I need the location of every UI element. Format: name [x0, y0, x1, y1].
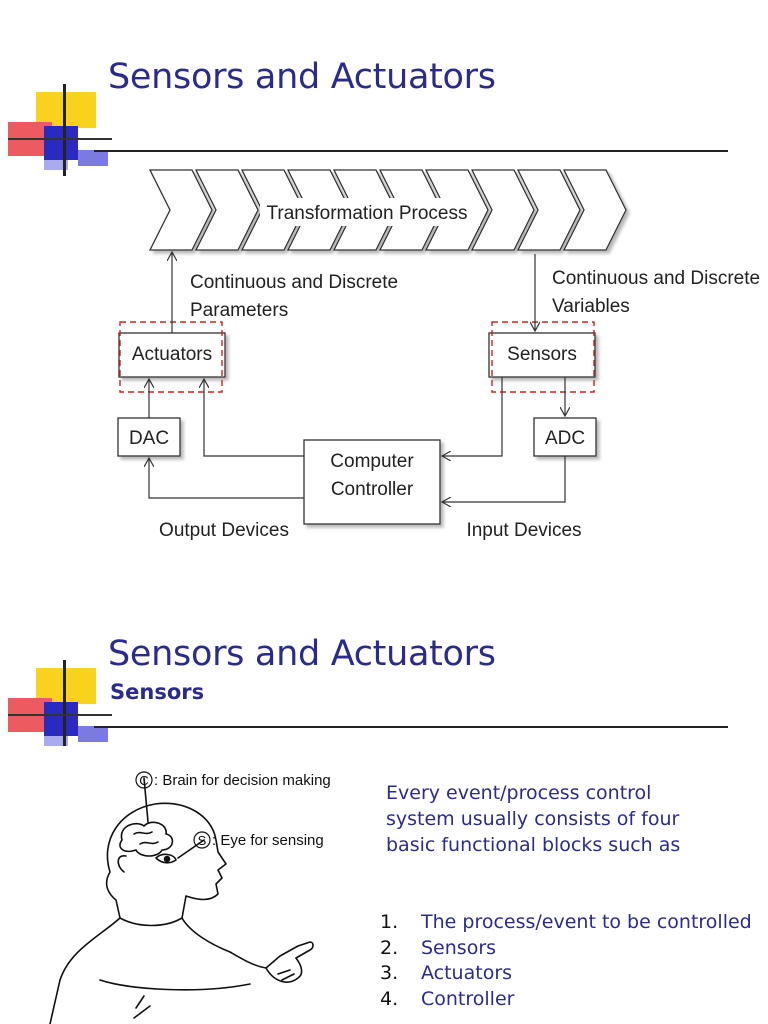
controller-to-actuators-arrow: [204, 379, 304, 457]
actuators-label: Actuators: [132, 344, 212, 365]
sensors-label: Sensors: [507, 344, 577, 365]
title-rule: [94, 726, 728, 728]
list-item: 1.The process/event to be controlled: [380, 911, 752, 933]
controller-label-2: Controller: [331, 479, 414, 500]
decorative-squares-1: [8, 84, 112, 176]
slide-1-title: Sensors and Actuators: [108, 57, 496, 97]
eye-label: : Eye for sensing: [212, 832, 324, 849]
sensors-box: [488, 332, 596, 378]
slide-2-title: Sensors and Actuators: [108, 634, 496, 674]
human-control-illustration: C : Brain for decision making S : Eye fo…: [49, 771, 331, 1024]
brain-label: : Brain for decision making: [154, 772, 331, 789]
input-devices-label: Input Devices: [466, 520, 581, 541]
right-var-label-1: Continuous and Discrete: [552, 268, 760, 289]
title-rule: [94, 150, 728, 152]
output-devices-label: Output Devices: [159, 520, 289, 541]
adc-label: ADC: [545, 428, 585, 449]
dac-label: DAC: [129, 428, 169, 449]
control-system-diagram: Transformation Process Continuous and Di…: [117, 169, 760, 541]
actuators-box: [118, 332, 226, 378]
adc-box: [533, 417, 597, 457]
list-item: 2.Sensors: [380, 936, 497, 959]
sensors-highlight: [491, 321, 595, 393]
right-var-label-2: Variables: [552, 296, 630, 317]
slide-2-subtitle: Sensors: [110, 680, 205, 704]
adc-to-controller-arrow: [442, 456, 566, 502]
list-item: 3.Actuators: [380, 962, 513, 984]
decorative-squares-2: [8, 660, 112, 746]
sensors-to-controller-arrow: [442, 377, 503, 456]
eye-letter: S: [198, 833, 207, 848]
actuators-highlight: [119, 321, 223, 393]
intro-paragraph: Every event/process control system usual…: [386, 782, 681, 856]
brain-letter: C: [139, 773, 148, 788]
process-label: Transformation Process: [267, 203, 468, 224]
controller-to-dac-arrow: [149, 458, 304, 499]
controller-label-1: Computer: [330, 451, 414, 472]
controller-box: [303, 439, 441, 525]
left-param-label-2: Parameters: [190, 300, 288, 321]
functional-blocks-list: 1.The process/event to be controlled 2.S…: [380, 910, 752, 1012]
list-item: 4.Controller: [380, 987, 515, 1010]
left-param-label-1: Continuous and Discrete: [190, 272, 398, 293]
